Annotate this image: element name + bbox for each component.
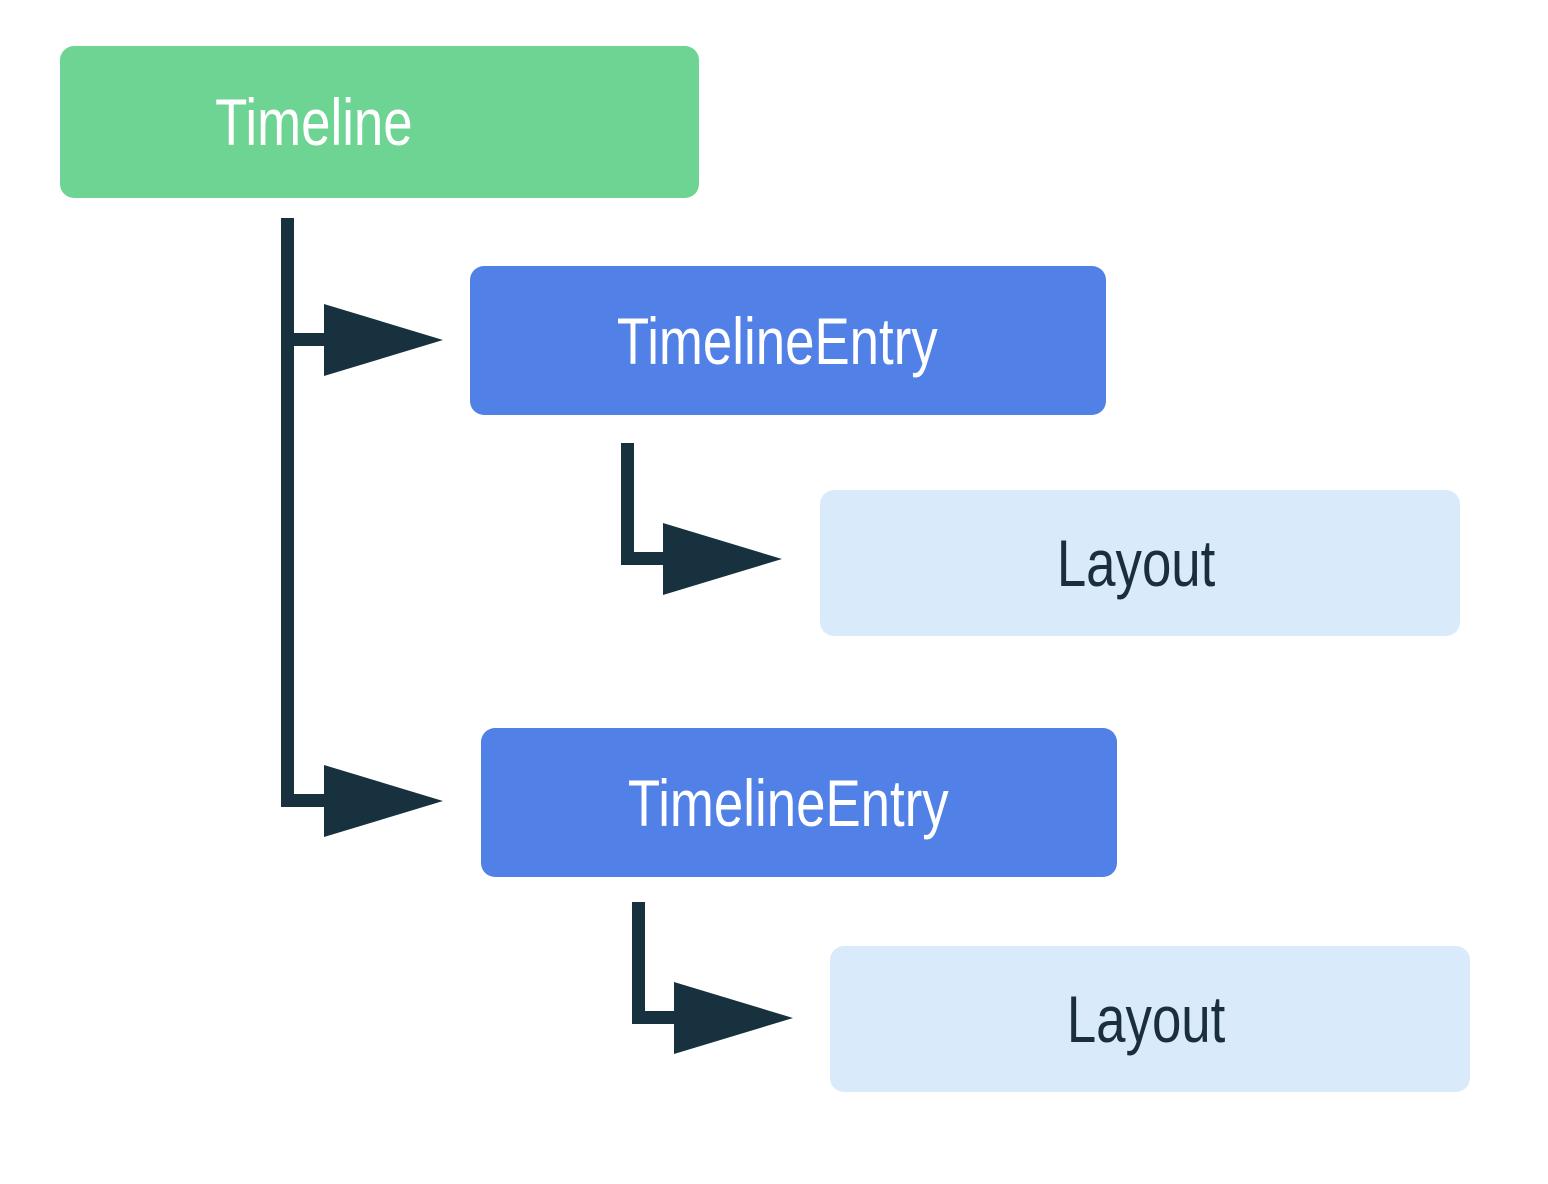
node-timeline-entry-2-label: TimelineEntry xyxy=(627,765,949,840)
node-layout-2[interactable]: Layout xyxy=(830,946,1470,1092)
edge-entry2-horizontal xyxy=(632,1011,737,1024)
edge-timeline-to-entries xyxy=(281,218,443,837)
edge-branch2-arrowhead xyxy=(324,765,443,837)
node-timeline[interactable]: Timeline xyxy=(60,46,699,198)
node-timeline-entry-1-label: TimelineEntry xyxy=(616,303,938,378)
node-layout-2-label: Layout xyxy=(1066,982,1226,1056)
node-layout-1[interactable]: Layout xyxy=(820,490,1460,636)
edge-entry1-vertical xyxy=(621,443,634,565)
node-layout-1-label: Layout xyxy=(1056,526,1216,600)
edge-entry2-arrowhead xyxy=(674,982,793,1054)
node-timeline-label: Timeline xyxy=(215,85,413,159)
edge-entry1-to-layout1 xyxy=(621,443,782,595)
edge-trunk-vertical xyxy=(281,218,294,807)
edge-branch1-arrowhead xyxy=(324,304,443,376)
edge-branch1-horizontal xyxy=(281,333,387,346)
node-timeline-entry-2[interactable]: TimelineEntry xyxy=(481,728,1117,877)
edge-branch2-horizontal xyxy=(281,794,387,807)
edge-entry1-horizontal xyxy=(621,552,726,565)
edge-entry1-arrowhead xyxy=(663,523,782,595)
edge-entry2-to-layout2 xyxy=(632,902,793,1054)
node-timeline-entry-1[interactable]: TimelineEntry xyxy=(470,266,1106,415)
edge-entry2-vertical xyxy=(632,902,645,1024)
